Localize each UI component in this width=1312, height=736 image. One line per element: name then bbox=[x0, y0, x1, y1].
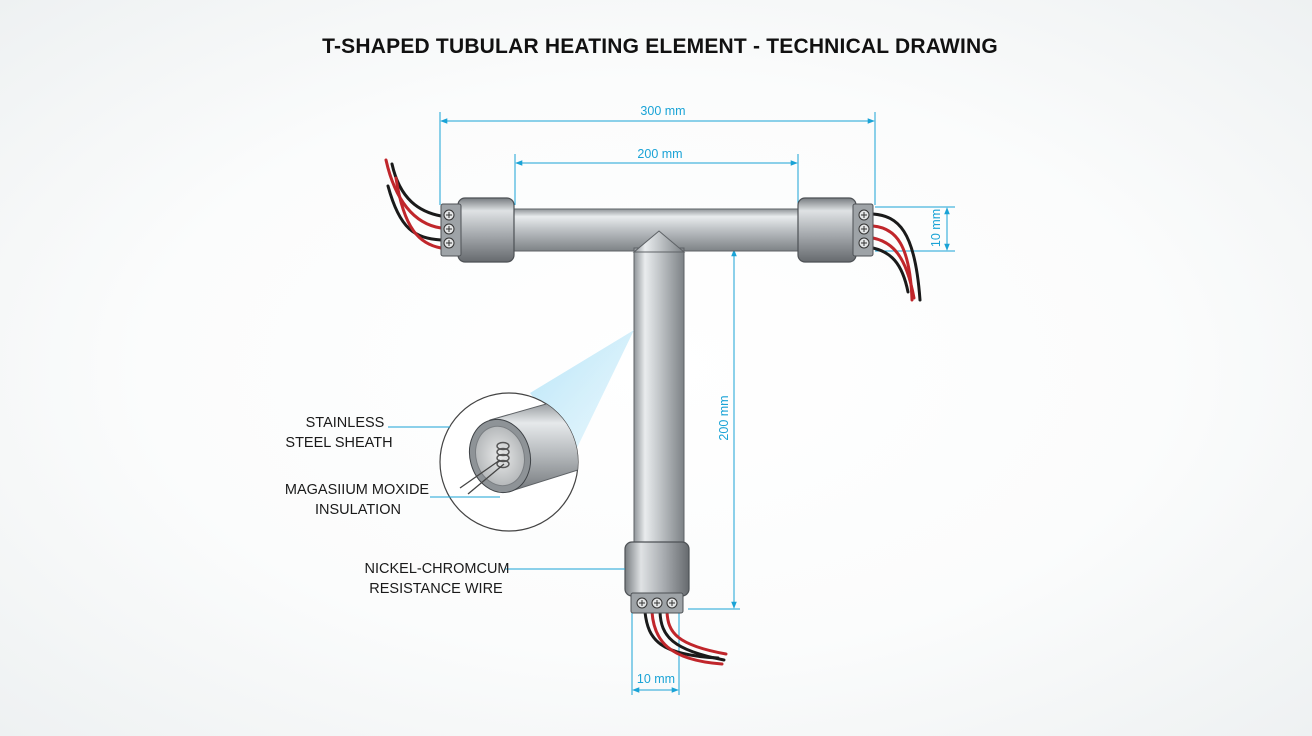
label-insulation-line2: INSULATION bbox=[315, 502, 401, 518]
label-sheath-line1: STAINLESS bbox=[306, 415, 385, 431]
dim-tube-diameter: 10 mm bbox=[929, 209, 943, 247]
right-lead-wires bbox=[871, 212, 922, 302]
dim-vertical-length: 200 mm bbox=[717, 395, 731, 440]
dim-inner-width: 200 mm bbox=[637, 147, 682, 161]
bottom-end-cap bbox=[624, 541, 690, 614]
dim-bottom-terminal: 10 mm bbox=[637, 672, 675, 686]
right-end-cap bbox=[797, 197, 874, 263]
diagram-title: T-SHAPED TUBULAR HEATING ELEMENT - TECHN… bbox=[322, 35, 998, 58]
callout-leaders bbox=[388, 426, 625, 570]
label-sheath-line2: STEEL SHEATH bbox=[285, 435, 392, 451]
tee-junction bbox=[632, 230, 686, 253]
label-wire-line1: NICKEL-CHROMCUM bbox=[365, 561, 510, 577]
left-lead-wires bbox=[384, 158, 443, 250]
left-end-cap bbox=[440, 197, 515, 263]
bottom-lead-wires bbox=[643, 610, 728, 666]
label-insulation-line1: MAGASIIUM MOXIDE bbox=[285, 482, 430, 498]
dim-overall-width: 300 mm bbox=[640, 104, 685, 118]
vertical-tube bbox=[633, 247, 685, 549]
label-wire-line2: RESISTANCE WIRE bbox=[369, 581, 503, 597]
